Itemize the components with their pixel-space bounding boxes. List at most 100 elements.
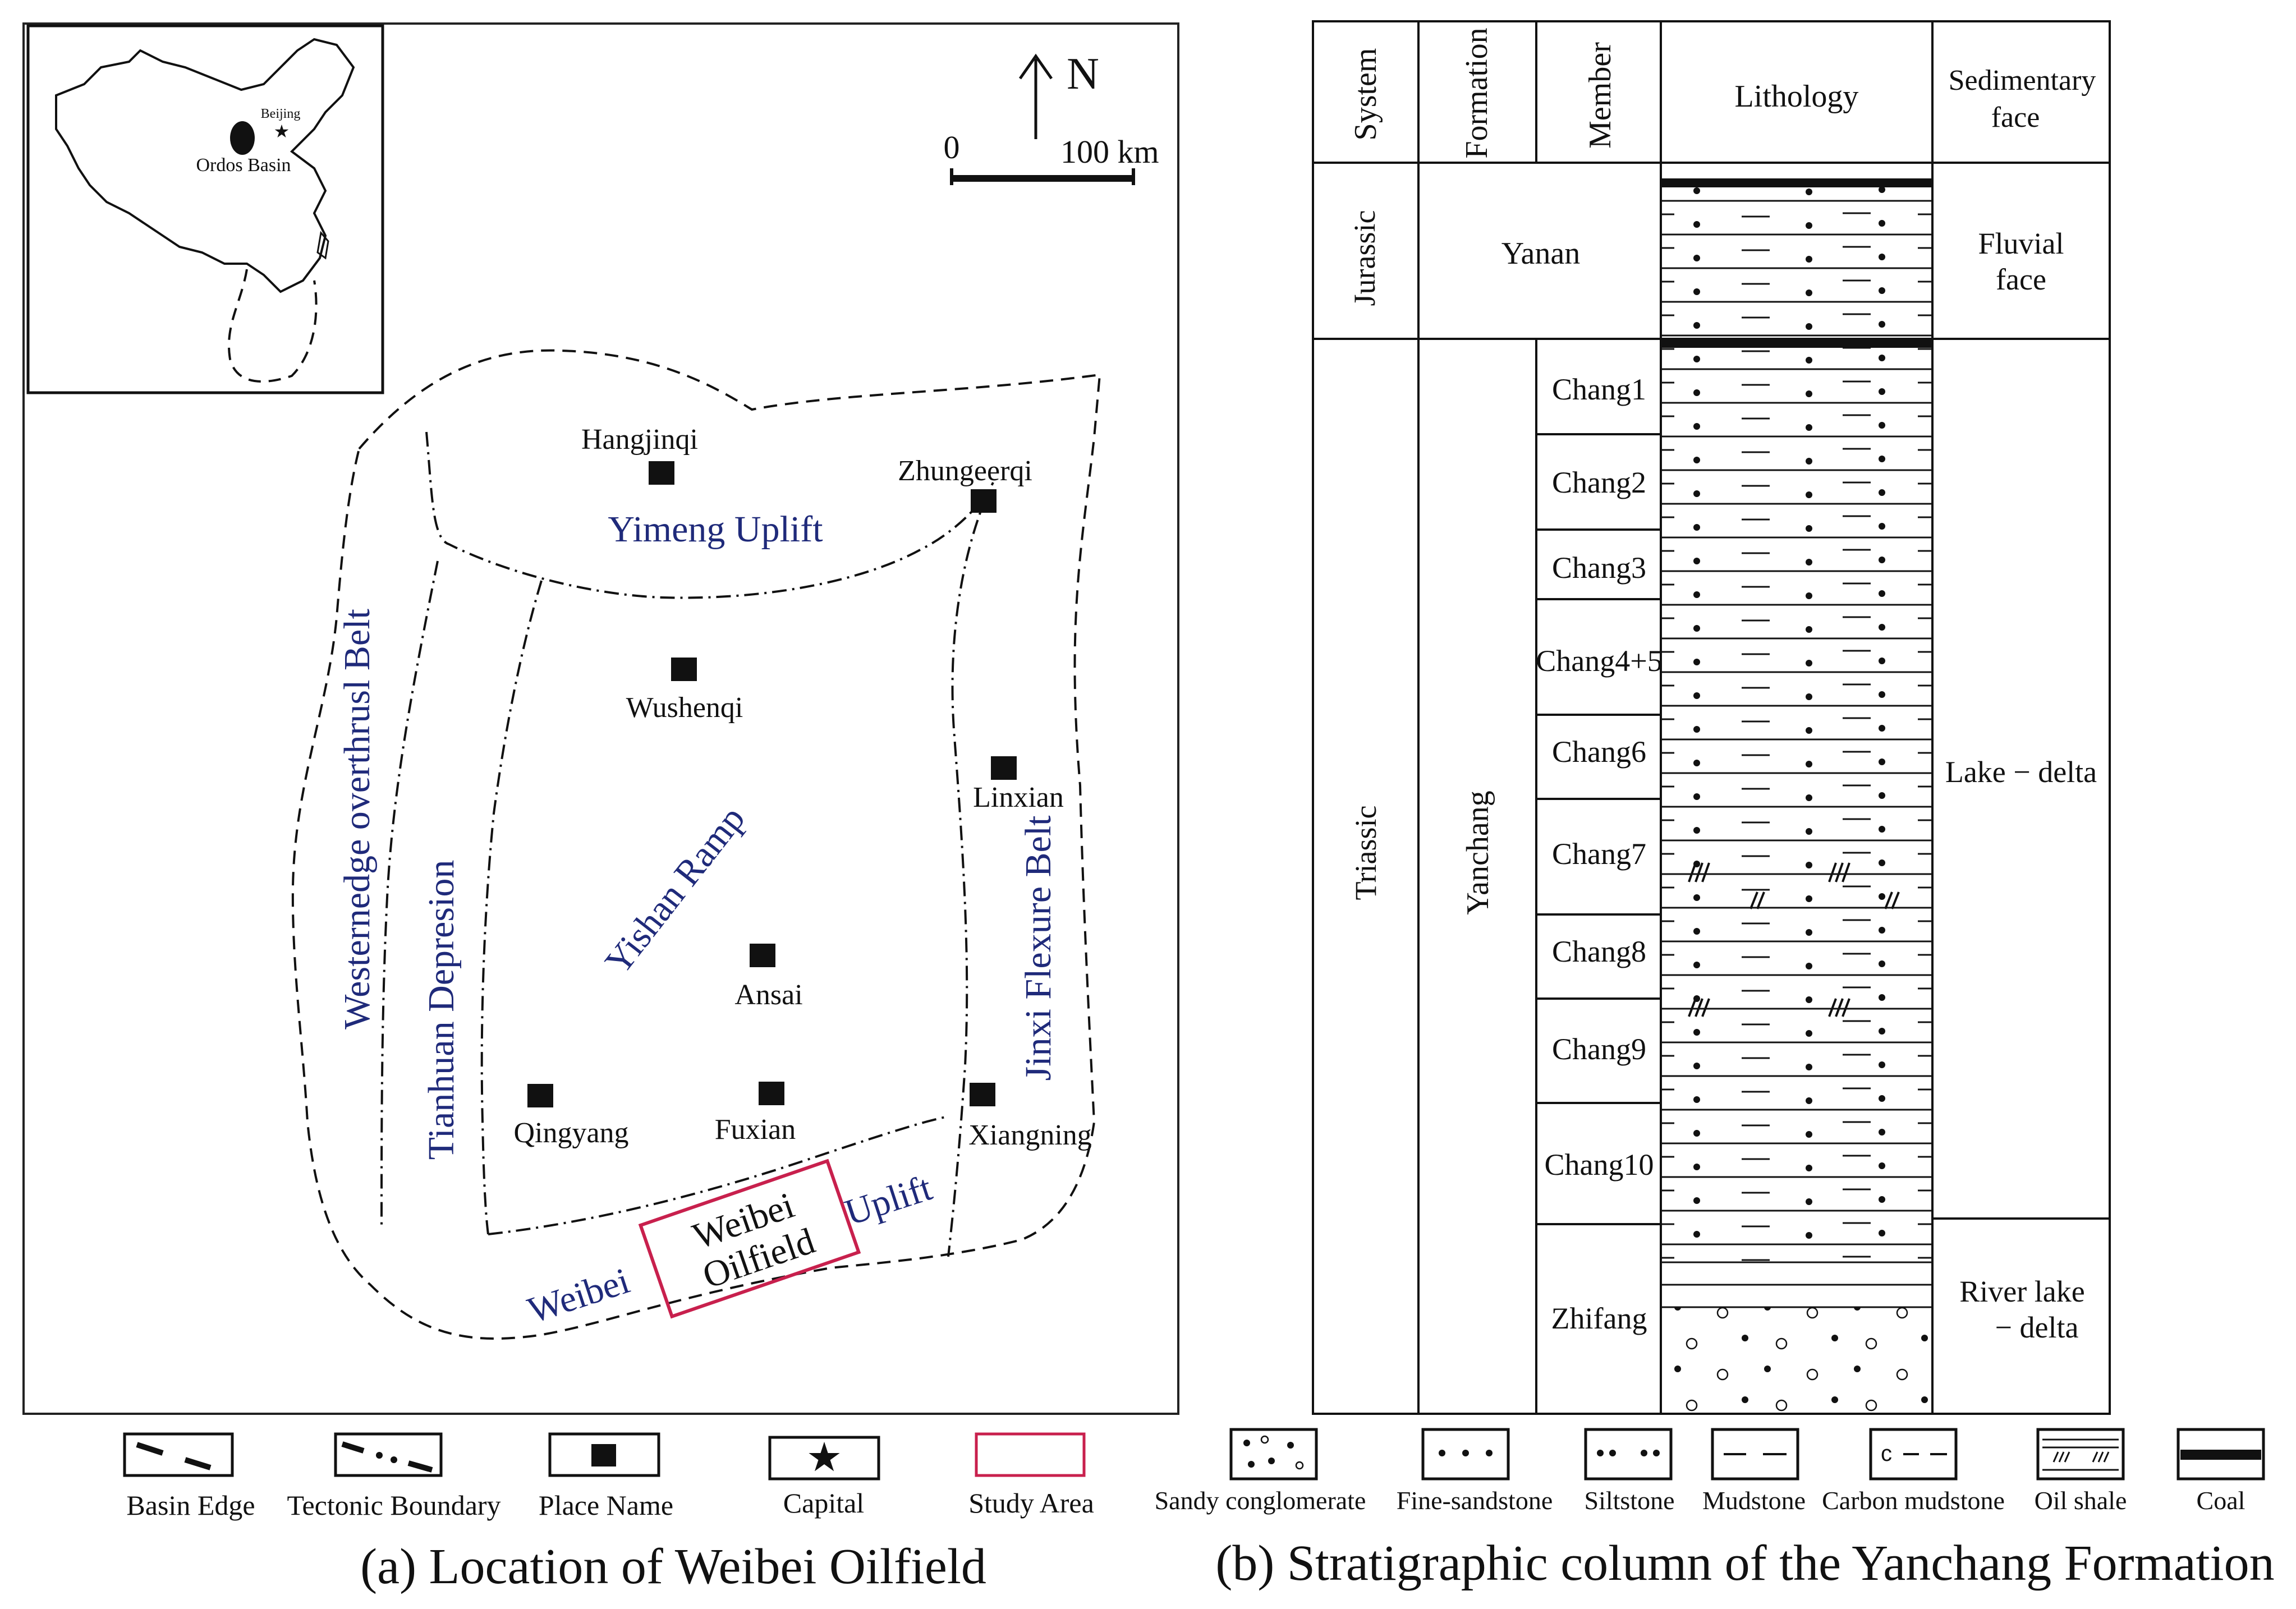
member-chang9: Chang9 [1552, 1032, 1646, 1066]
panel-b-stratigraphic-column: System Formation Member Lithology Sedime… [1155, 20, 2275, 1591]
member-chang3: Chang3 [1552, 551, 1646, 585]
header-face-1: Sedimentary [1949, 65, 2096, 96]
legend-capital-label: Capital [783, 1487, 864, 1519]
member-labels: Chang1 Chang2 Chang3 Chang4+5 Chang6 Cha… [1536, 373, 1662, 1335]
face-fluvial-2: face [1996, 263, 2046, 296]
legend-fine-sandstone: Fine-sandstone [1397, 1428, 1553, 1515]
header-formation: Formation [1459, 27, 1494, 158]
tectonic-boundaries [380, 431, 994, 1257]
inset-ordos-label: Ordos Basin [196, 155, 291, 176]
unit-weibei: Weibei [523, 1260, 635, 1331]
header-lithology: Lithology [1735, 79, 1859, 114]
legend-sandy-conglomerate-label: Sandy conglomerate [1155, 1486, 1366, 1515]
legend-oil-shale-label: Oil shale [2035, 1486, 2127, 1515]
map-frame [22, 22, 1179, 1415]
header-face-2: face [1991, 102, 2040, 134]
coal-bed-top [1661, 178, 1932, 187]
oil-shale-marks [1688, 862, 1900, 1017]
legend-panel-a: Basin Edge Tectonic Boundary Place Name … [123, 1432, 1094, 1521]
place-qingyang: Qingyang [513, 1117, 628, 1149]
place-marker-qingyang [527, 1084, 553, 1107]
taiwan-outline [316, 231, 329, 260]
legend-mudstone-label: Mudstone [1702, 1486, 1806, 1515]
unit-westernedge-belt: Westernedge overthrusl Belt [337, 609, 378, 1029]
place-marker-zhungeerqi [971, 489, 997, 513]
china-outline [55, 38, 355, 293]
legend-oil-shale: Oil shale [2035, 1428, 2127, 1515]
caption-panel-a: (a) Location of Weibei Oilfield [360, 1539, 986, 1594]
unit-yishan-ramp: Yishan Ramp [597, 798, 753, 982]
lithology-column [1661, 181, 1932, 1262]
member-chang6: Chang6 [1552, 735, 1646, 769]
legend-study-area-label: Study Area [968, 1487, 1094, 1519]
legend-panel-b: Sandy conglomerate Fine-sandstone Siltst… [1155, 1428, 2265, 1515]
lithology-conglomerate [1661, 1307, 1932, 1414]
place-hangjinqi: Hangjinqi [581, 424, 698, 456]
scale-max-label: 100 km [1060, 134, 1159, 170]
place-marker-ansai [750, 944, 775, 967]
place-ansai: Ansai [734, 979, 802, 1011]
formation-yanchang: Yanchang [1461, 790, 1495, 914]
jinxi-flexure-boundary [947, 493, 989, 1257]
header-system: System [1348, 48, 1383, 141]
member-chang7: Chang7 [1552, 837, 1646, 871]
legend-capital: ★ Capital [768, 1435, 880, 1519]
unit-uplift: Uplift [840, 1167, 936, 1233]
place-xiangning: Xiangning [968, 1119, 1092, 1151]
place-marker-wushenqi [671, 658, 697, 681]
yishan-ramp-south-boundary [488, 1115, 949, 1235]
member-chang1: Chang1 [1552, 373, 1646, 406]
face-lake-delta: Lake − delta [1945, 755, 2097, 789]
place-zhungeerqi: Zhungeerqi [898, 455, 1032, 487]
legend-fine-sandstone-label: Fine-sandstone [1397, 1486, 1553, 1515]
tianhuan-west-boundary [380, 560, 439, 1229]
unit-labels: Jurassic Triassic Yanan Yanchang [1348, 210, 1580, 915]
tectonic-units: Yimeng Uplift Westernedge overthrusl Bel… [337, 509, 1059, 1331]
member-chang4-5: Chang4+5 [1536, 644, 1662, 678]
place-marker-xiangning [970, 1083, 995, 1106]
place-marker-hangjinqi [649, 461, 674, 485]
legend-coal: Coal [2176, 1428, 2265, 1515]
column-headers: System Formation Member Lithology Sedime… [1348, 27, 2096, 158]
legend-siltstone-label: Siltstone [1584, 1486, 1674, 1515]
south-china-sea-dashes [227, 269, 318, 383]
north-arrow: N [1018, 49, 1099, 139]
system-jurassic: Jurassic [1348, 210, 1381, 306]
place-marker-fuxian [759, 1082, 784, 1105]
system-triassic: Triassic [1349, 805, 1383, 900]
legend-sandy-conglomerate: Sandy conglomerate [1155, 1428, 1366, 1515]
panel-a-location-map: ★ Beijing Ordos Basin N 0 100 km [22, 22, 1179, 1594]
face-fluvial-1: Fluvial [1978, 227, 2064, 260]
study-area: Weibei Oilfield [638, 1159, 861, 1319]
header-member: Member [1583, 42, 1618, 149]
legend-study-area: Study Area [968, 1432, 1094, 1519]
member-dividers [1536, 433, 1661, 1225]
unit-jinxi-flexure-belt: Jinxi Flexure Belt [1018, 816, 1059, 1081]
legend-mudstone: Mudstone [1702, 1428, 1806, 1515]
place-marker-linxian [991, 756, 1017, 780]
member-zhifang: Zhifang [1551, 1302, 1647, 1335]
star-icon: ★ [274, 121, 290, 141]
yishan-ramp-west-boundary [480, 580, 543, 1235]
legend-tectonic-boundary: Tectonic Boundary [287, 1432, 501, 1521]
place-fuxian: Fuxian [715, 1114, 796, 1146]
legend-siltstone: Siltstone [1584, 1428, 1675, 1515]
caption-panel-b: (b) Stratigraphic column of the Yanchang… [1215, 1536, 2274, 1591]
place-names: Hangjinqi Zhungeerqi Wushenqi Linxian An… [513, 424, 1091, 1151]
formation-yanan: Yanan [1501, 236, 1581, 271]
sedimentary-faces: Fluvial face Lake − delta River lake − d… [1945, 227, 2097, 1344]
member-chang10: Chang10 [1545, 1148, 1654, 1182]
place-linxian: Linxian [973, 781, 1064, 813]
legend-place-name-label: Place Name [539, 1490, 673, 1521]
scale-bar: 0 100 km [944, 129, 1159, 185]
unit-tianhuan-depression: Tianhuan Depresion [421, 860, 462, 1160]
legend-place-name: Place Name [539, 1432, 673, 1521]
study-area-box [638, 1159, 861, 1319]
legend-basin-edge-label: Basin Edge [126, 1490, 255, 1521]
face-river-lake-1: River lake [1959, 1275, 2084, 1308]
unit-yimeng-uplift: Yimeng Uplift [608, 509, 823, 550]
place-wushenqi: Wushenqi [626, 692, 743, 724]
legend-tectonic-boundary-label: Tectonic Boundary [287, 1490, 500, 1521]
legend-coal-label: Coal [2197, 1486, 2246, 1515]
